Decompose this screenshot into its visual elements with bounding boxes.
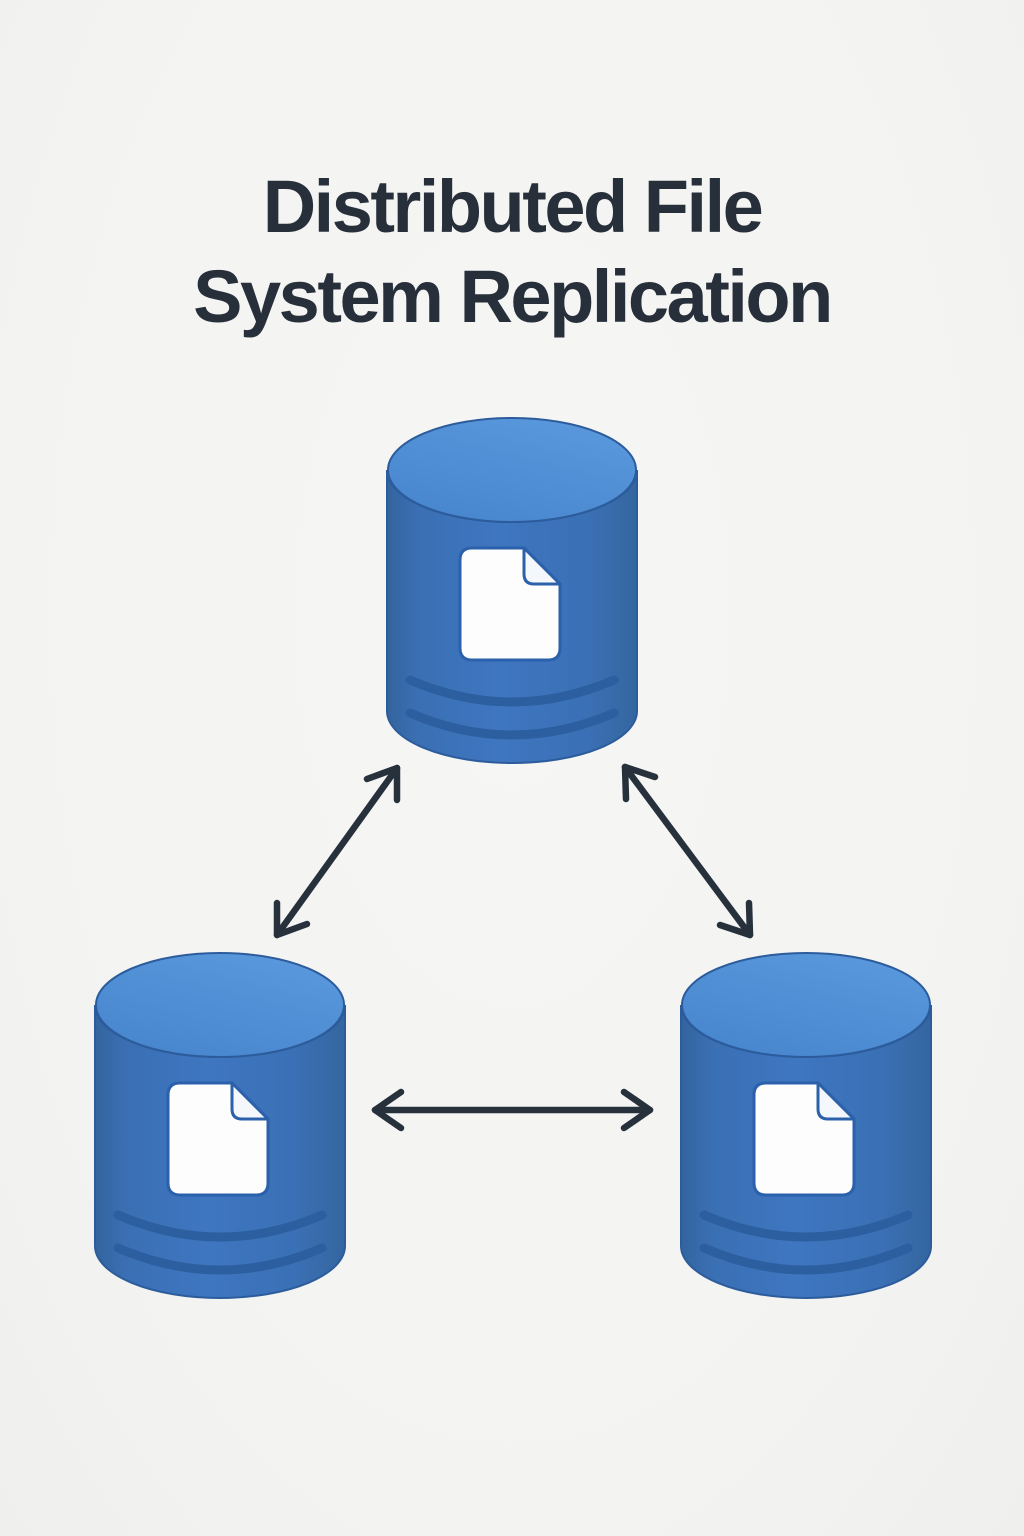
page-title: Distributed File System Replication [0,162,1024,342]
title-line-2: System Replication [193,255,833,338]
arrow-bottomleft-bottomright [371,1088,654,1132]
arrow-top-bottomleft [273,764,401,939]
database-node-bottom-left [95,953,345,1298]
database-node-top [387,418,637,763]
arrow-top-bottomright [621,763,754,939]
title-line-1: Distributed File [262,165,764,248]
database-node-bottom-right [681,953,931,1298]
